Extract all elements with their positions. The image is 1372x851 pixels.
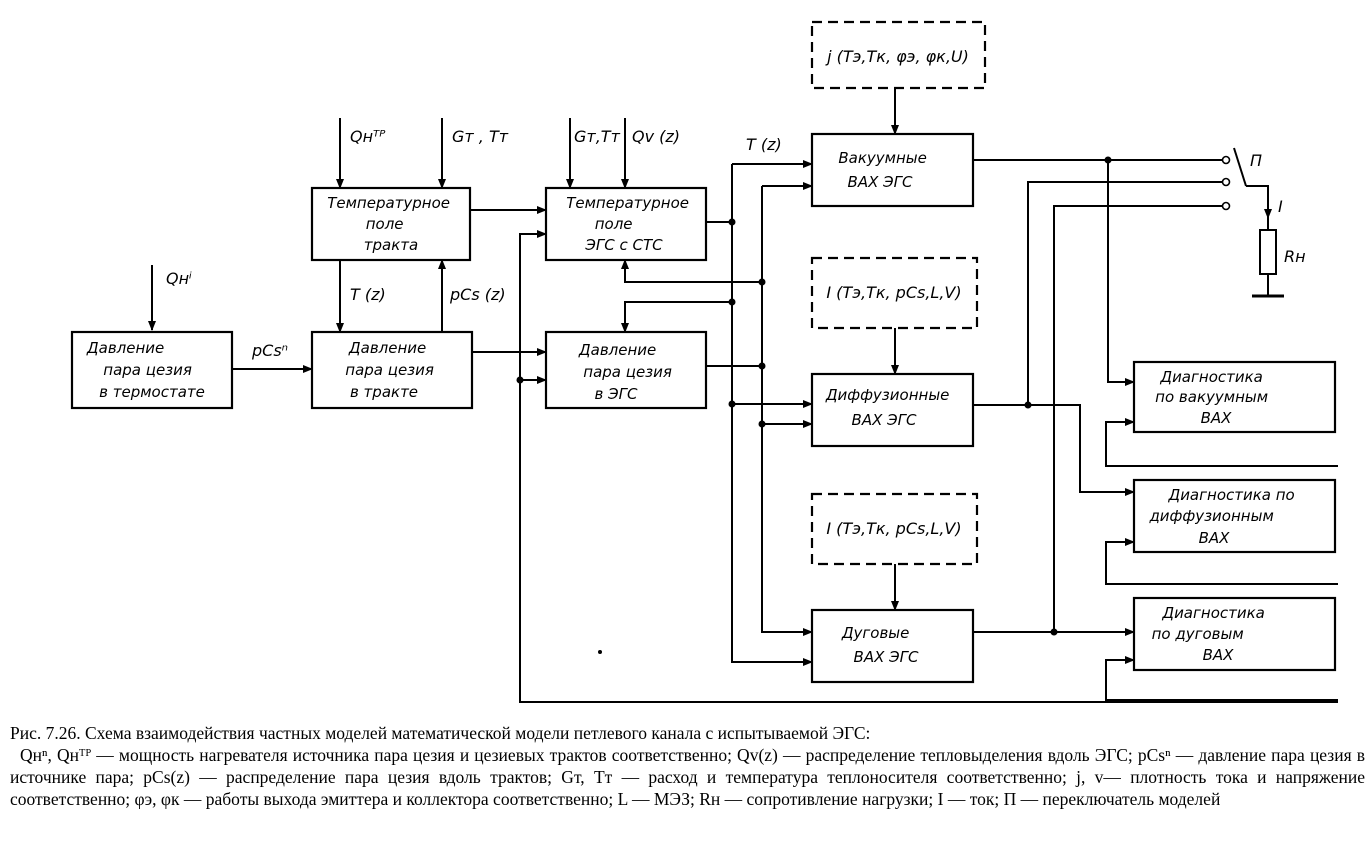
block-line: по дуговым [1152,625,1244,643]
block-line: Дуговые [841,624,910,642]
label-switch: П [1250,151,1262,170]
block-line: Диффузионные [825,386,950,404]
block-line: Температурное [327,194,450,212]
block-line: Вакуумные [838,149,927,167]
block-line: по вакуумным [1155,388,1268,406]
block-line: Диагностика по [1167,486,1294,504]
block-tract-pressure: Давление пара цезия в тракте [310,330,474,410]
dashed-block-label: I (Tэ,Tк, pCs,L,V) [826,283,961,302]
label-load: Rн [1284,247,1306,266]
figure-caption: Рис. 7.26. Схема взаимодействия частных … [10,722,1365,810]
block-line: Диагностика [1161,604,1265,622]
svg-text:Диагностика по дуговым: Диагностика по дуговым ВАХ [1152,604,1270,664]
block-line: пара цезия [583,363,672,381]
label-pressure-z: pCs (z) [449,285,506,304]
block-line: в термостате [99,383,205,401]
svg-text:Давление пара цезия: Давление пара цезия в термостате [86,339,205,401]
block-egs-pressure: Давление пара цезия в ЭГС [544,330,708,410]
block-diagnostics-vacuum: Диагностика по вакуумным ВАХ [1132,360,1337,434]
block-tract-temperature: Температурное поле тракта [310,186,472,262]
block-line: в тракте [350,383,418,401]
svg-text:Дуговые ВАХ ЭГС: Дуговые ВАХ ЭГС [841,624,919,666]
block-egs-temperature: Температурное поле ЭГС с СТС [544,186,708,262]
label-coolant-1: Gт , Tт [452,127,509,146]
label-temperature-2: T (z) [746,135,782,154]
svg-text:Температурное поле: Температурное поле ЭГС с СТС [566,194,694,254]
block-arc-vax: Дуговые ВАХ ЭГС [810,608,975,684]
svg-text:Диффузионные ВАХ ЭГС: Диффузионные ВАХ ЭГС [825,386,954,429]
dashed-block-current-diffusion: I (Tэ,Tк, pCs,L,V) [810,256,979,330]
caption-title: Рис. 7.26. Схема взаимодействия частных … [10,723,871,743]
signal-labels: Qнⁱ Qнᵀᴾ Gт , Tт Gт,Tт Qv (z) pCsⁿ T (z)… [166,127,1306,360]
block-line: Температурное [566,194,689,212]
block-line: ВАХ ЭГС [852,411,917,429]
block-line: поле [366,215,404,233]
caption-legend: Qнⁿ, Qнᵀᴾ — мощность нагревателя источни… [10,745,1365,809]
svg-text:Диагностика по вакуумным: Диагностика по вакуумным ВАХ [1155,368,1273,427]
block-line: пара цезия [103,361,192,379]
label-coolant-2: Gт,Tт [574,127,621,146]
block-line: в ЭГС [595,385,638,403]
block-line: ВАХ [1203,646,1235,664]
svg-text:Давление пара цезия: Давление пара цезия в тракте [345,339,438,401]
svg-text:Вакуумные ВАХ ЭГС: Вакуумные ВАХ ЭГС [838,149,931,191]
block-line: ВАХ [1199,529,1231,547]
label-q-tract: Qнᵀᴾ [350,127,386,146]
dashed-block-label: j (Tэ,Tк, φэ, φк,U) [825,47,969,66]
block-diagnostics-diffusion: Диагностика по диффузионным ВАХ [1132,478,1337,554]
svg-text:Температурное поле: Температурное поле тракта [327,194,455,254]
block-line: тракта [364,236,418,254]
block-line: диффузионным [1148,507,1273,525]
connectors [148,88,1338,703]
block-thermostat-pressure: Давление пара цезия в термостате [70,330,234,410]
block-line: Давление [348,339,426,357]
dashed-block-current-arc: I (Tэ,Tк, pCs,L,V) [810,492,979,566]
block-line: пара цезия [345,361,434,379]
block-vacuum-vax: Вакуумные ВАХ ЭГС [810,132,975,208]
block-line: ВАХ [1201,409,1233,427]
label-q-heater: Qнⁱ [166,269,192,288]
model-interaction-diagram: Давление пара цезия в термостате Темпера… [70,20,1338,703]
block-line: ЭГС с СТС [584,236,663,254]
block-diagnostics-arc: Диагностика по дуговым ВАХ [1132,596,1337,672]
label-temperature-1: T (z) [350,285,386,304]
block-line: Давление [86,339,164,357]
dashed-block-label: I (Tэ,Tк, pCs,L,V) [826,519,961,538]
label-source-pressure: pCsⁿ [251,341,288,360]
block-line: поле [595,215,633,233]
block-diffusion-vax: Диффузионные ВАХ ЭГС [810,372,975,448]
block-line: ВАХ ЭГС [848,173,913,191]
svg-text:Диагностика по диффузион: Диагностика по диффузионным ВАХ [1148,486,1299,547]
block-line: Давление [578,341,656,359]
label-current: I [1278,197,1283,216]
dashed-block-current-density: j (Tэ,Tк, φэ, φк,U) [810,20,987,90]
label-heat-release: Qv (z) [632,127,680,146]
svg-text:Давление пара цезия: Давление пара цезия в ЭГС [578,341,677,403]
block-line: Диагностика [1159,368,1263,386]
block-line: ВАХ ЭГС [854,648,919,666]
